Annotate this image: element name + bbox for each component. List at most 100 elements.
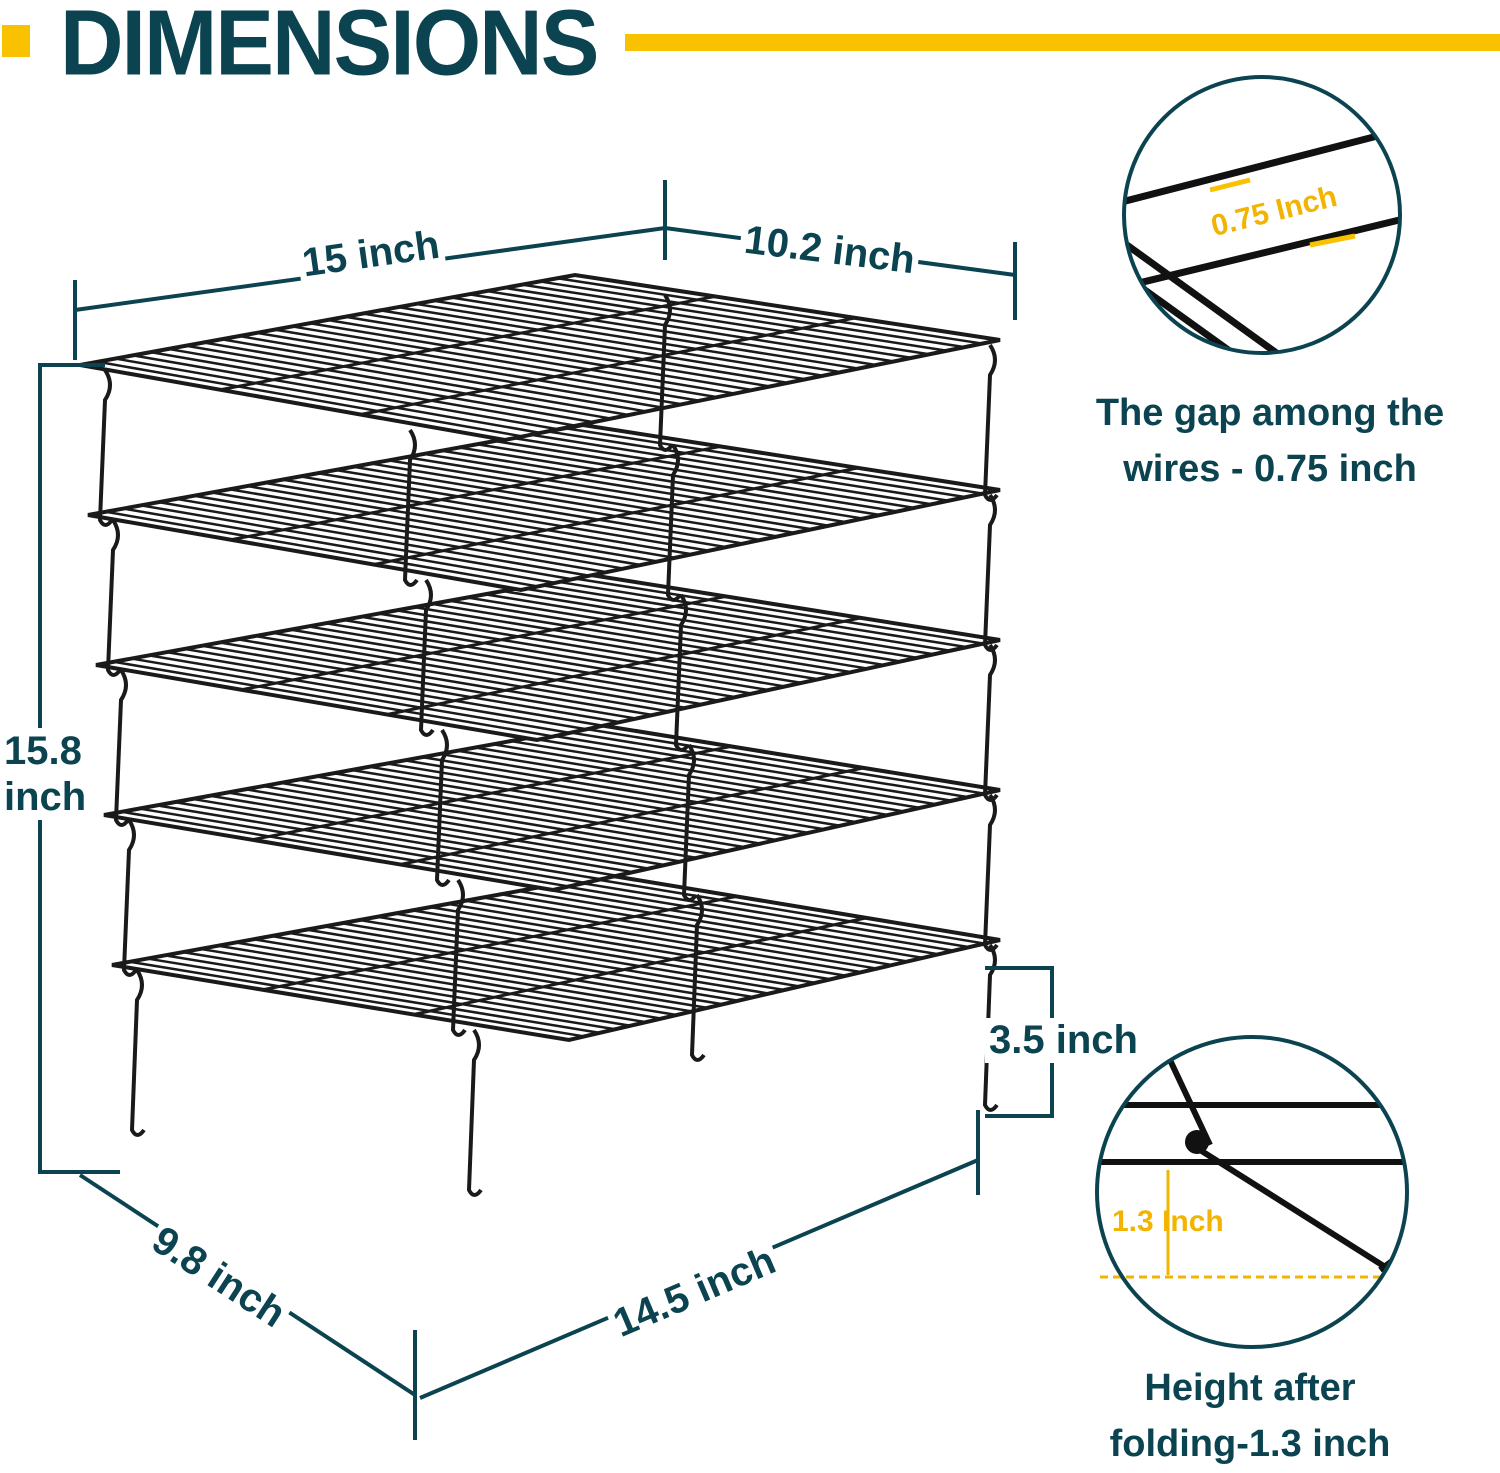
rack-wire — [97, 360, 523, 438]
rack-wire — [414, 605, 835, 677]
rack-wire — [521, 283, 948, 352]
rack-crossbar — [230, 444, 721, 542]
fold-height-caption: Height after folding-1.3 inch — [1060, 1360, 1440, 1472]
rack-wire — [168, 347, 594, 424]
title-accent-bar — [625, 34, 1500, 51]
rack-wire — [148, 654, 587, 731]
rack-wire — [156, 804, 602, 881]
rack-wire — [229, 488, 659, 563]
rack-wire — [166, 650, 604, 727]
fold-height-detail — [1095, 1035, 1409, 1349]
rack-wire — [457, 749, 873, 820]
rack-wire — [123, 507, 556, 585]
rack-wire — [327, 318, 753, 392]
rack-wire — [280, 781, 713, 856]
rack-wire — [147, 957, 600, 1035]
rack-tier — [87, 422, 1001, 737]
rack-wire — [184, 647, 620, 724]
wire-gap-detail — [1122, 75, 1402, 355]
rack-wire — [323, 925, 754, 999]
rack-wire — [352, 465, 778, 538]
rack-leg — [402, 428, 419, 587]
rack-wire — [201, 644, 637, 720]
rack-wire — [563, 730, 969, 799]
rack-wire — [404, 759, 825, 831]
rack-wire — [129, 960, 585, 1038]
rack-leg — [982, 643, 999, 802]
rack-wire — [227, 791, 665, 867]
rack-crossbar — [241, 594, 727, 692]
rack-wire — [245, 788, 681, 863]
rack-wire — [288, 931, 724, 1006]
rack-wire — [164, 954, 616, 1031]
rack-crossbar — [262, 894, 737, 992]
rack-wire — [500, 893, 908, 963]
rack-tier — [95, 572, 1001, 887]
rack-wire — [518, 889, 924, 960]
rack-wire — [467, 596, 885, 667]
rack-wire — [291, 325, 718, 399]
rack-crossbar — [360, 316, 856, 416]
rack-wire — [264, 481, 693, 556]
height-value: 15.8 — [4, 729, 82, 773]
rack-wire — [520, 586, 935, 656]
caption-line: The gap among the — [1095, 392, 1445, 434]
rack-wire — [306, 928, 739, 1002]
rack-leg — [121, 818, 138, 977]
rack-wire — [504, 286, 930, 356]
rack-wire — [423, 452, 847, 524]
wire-gap-caption: The gap among the wires - 0.75 inch — [1060, 385, 1480, 497]
rack-wire — [254, 634, 687, 710]
rack-wire — [282, 478, 710, 552]
rack-wire — [537, 583, 951, 652]
rack-wire — [211, 491, 641, 567]
rack-wire — [221, 338, 647, 413]
rack-wire — [483, 896, 893, 967]
rack-wire — [398, 305, 824, 377]
caption-line: wires - 0.75 inch — [1123, 448, 1417, 490]
rack-wire — [378, 612, 802, 685]
rack-crossbar — [373, 466, 859, 566]
rack-leg — [657, 293, 674, 452]
rack-wire — [174, 800, 618, 877]
rack-wire — [545, 733, 953, 802]
rack-wire — [581, 726, 985, 795]
rack-wire — [246, 484, 676, 560]
rack-wire — [547, 430, 966, 499]
rack-wire — [176, 497, 607, 574]
stacked-cooling-racks — [79, 272, 1001, 1197]
rack-wire — [565, 426, 984, 495]
rack-crossbar — [251, 744, 732, 842]
rack-wire — [431, 602, 852, 674]
rack-wire — [351, 768, 777, 842]
rack-leg — [105, 518, 122, 677]
rack-wire — [360, 615, 786, 688]
rack-wire — [274, 328, 700, 402]
rack-wire — [396, 609, 819, 681]
rack-leg — [466, 1028, 483, 1197]
rack-wire — [200, 947, 647, 1024]
rack-leg — [113, 668, 130, 827]
rack-wire — [209, 794, 649, 870]
height-total-label: 15.8 inch — [0, 728, 91, 820]
rack-wire — [430, 905, 847, 977]
rack-wire — [441, 449, 864, 520]
rack-wire — [290, 628, 720, 702]
rack-wire — [415, 302, 842, 374]
rack-crossbar — [386, 616, 862, 716]
rack-wire — [333, 771, 761, 845]
rack-wire — [105, 510, 539, 588]
rack-wire — [422, 755, 841, 827]
rack-wire — [315, 775, 745, 849]
rack-wire — [492, 743, 905, 813]
rack-wire — [121, 810, 570, 888]
rack-wire — [553, 883, 955, 952]
rack-crossbar — [413, 916, 867, 1016]
rack-wire — [299, 475, 727, 549]
rack-wire — [386, 762, 809, 835]
fold-height-value: 1.3 Inch — [1112, 1205, 1224, 1238]
rack-tier — [103, 722, 1001, 1037]
rack-wire — [131, 657, 571, 735]
rack-wire — [512, 436, 932, 506]
rack-wire — [253, 938, 693, 1013]
